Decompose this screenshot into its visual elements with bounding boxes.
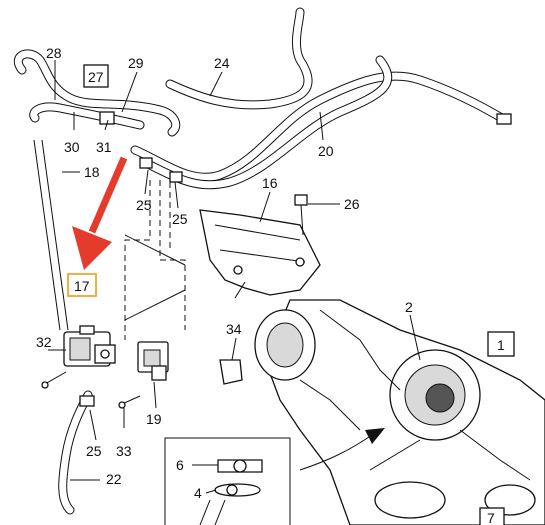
solenoid-valve-17 <box>63 325 116 367</box>
callout-26: 26 <box>344 196 360 212</box>
bolts-32-33 <box>41 371 141 409</box>
turbocharger-assembly-2 <box>254 299 545 525</box>
hose-assembly-upper <box>13 7 512 190</box>
callout-16: 16 <box>262 175 278 191</box>
callout-25a: 25 <box>136 197 152 213</box>
callout-33: 33 <box>116 443 132 459</box>
callout-32: 32 <box>36 334 52 350</box>
dashed-guides <box>124 180 186 340</box>
callout-box-7 <box>479 507 505 525</box>
callout-24: 24 <box>214 55 230 71</box>
callout-box-1 <box>487 331 515 357</box>
hose-18 <box>33 139 69 331</box>
callout-22: 22 <box>106 471 122 487</box>
callout-30: 30 <box>64 139 80 155</box>
callout-1: 1 <box>497 337 505 353</box>
highlight-arrow <box>72 156 128 270</box>
callout-17[interactable]: 17 <box>74 278 90 294</box>
inset-detail-7 <box>164 437 291 525</box>
clamp-25b <box>169 171 183 183</box>
callout-19: 19 <box>146 411 162 427</box>
callout-6: 6 <box>176 457 184 473</box>
clamp-25a <box>139 157 153 169</box>
bracket-16 <box>199 209 321 296</box>
callout-29: 29 <box>128 55 144 71</box>
valve-19 <box>137 341 169 381</box>
callout-25b: 25 <box>172 211 188 227</box>
clip-34 <box>219 359 243 385</box>
callout-18: 18 <box>84 164 100 180</box>
leader-lines <box>48 60 421 494</box>
hose-end-cap <box>496 113 512 125</box>
callout-27: 27 <box>88 69 104 85</box>
callout-20: 20 <box>318 143 334 159</box>
callout-box-17 <box>67 273 97 297</box>
callout-7: 7 <box>487 510 495 525</box>
hose-22 <box>58 390 95 515</box>
callout-31: 31 <box>96 139 112 155</box>
callout-2: 2 <box>405 299 413 315</box>
callout-4: 4 <box>194 485 202 501</box>
insert-arrow <box>299 428 385 471</box>
callout-34: 34 <box>226 321 242 337</box>
callout-28: 28 <box>46 45 62 61</box>
callout-25c: 25 <box>86 443 102 459</box>
callout-box-27 <box>83 64 109 88</box>
bolt-26 <box>294 194 308 236</box>
